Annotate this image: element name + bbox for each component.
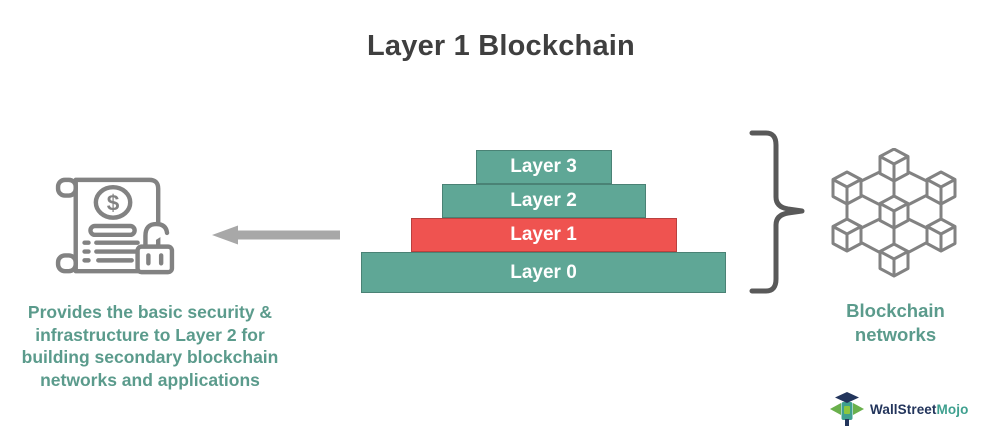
logo-text-secondary: Mojo [936, 401, 969, 417]
curly-brace-icon [746, 126, 806, 303]
pyramid-layer-3-label: Layer 3 [510, 156, 577, 177]
left-caption: Provides the basic security & infrastruc… [0, 301, 300, 391]
left-arrow-icon [212, 223, 340, 252]
secured-ledger-scroll-icon: $ [55, 172, 175, 285]
left-caption-line: Provides the basic security & [27, 302, 273, 322]
left-caption-line: infrastructure to Layer 2 for [35, 324, 265, 345]
wallstreetmojo-mascot-icon [830, 392, 864, 426]
left-caption-line: networks and applications [40, 369, 260, 390]
pyramid-layer-1: Layer 1 [410, 218, 677, 252]
svg-text:$: $ [107, 190, 120, 215]
pyramid-layer-3: Layer 3 [475, 150, 612, 184]
logo-text: WallStreetMojo [870, 402, 968, 417]
blockchain-network-icon [824, 147, 966, 293]
layer-pyramid: Layer 3 Layer 2 Layer 1 Layer 0 [361, 150, 726, 293]
pyramid-layer-0-label: Layer 0 [510, 261, 577, 283]
wallstreetmojo-logo: WallStreetMojo [829, 390, 968, 428]
left-caption-line: building secondary blockchain [21, 347, 279, 367]
pyramid-layer-1-label: Layer 1 [510, 224, 577, 245]
pyramid-layer-2-label: Layer 2 [510, 190, 577, 211]
right-caption: Blockchain networks [823, 299, 968, 347]
right-caption-line: networks [854, 324, 937, 345]
diagram-title: Layer 1 Blockchain [367, 30, 635, 62]
pyramid-layer-0: Layer 0 [361, 252, 726, 293]
pyramid-layer-2: Layer 2 [441, 184, 646, 218]
logo-text-primary: WallStreet [870, 401, 937, 417]
right-caption-line: Blockchain [846, 300, 945, 321]
